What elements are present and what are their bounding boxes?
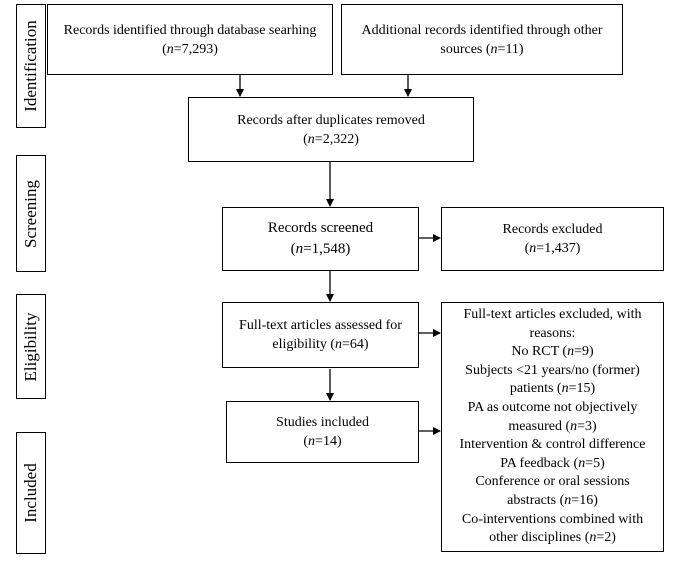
studies-included-label: Studies included	[276, 415, 369, 430]
reason-cointerventions-line2: other disciplines (n=2)	[489, 530, 616, 546]
database-records-count: (n=7,293)	[162, 41, 218, 57]
fulltext-assessed-count: eligibility (n=64)	[272, 337, 369, 352]
other-records-count: sources (n=11)	[440, 41, 524, 57]
box-studies-included: Studies included (n=14)	[226, 401, 419, 463]
box-fulltext-excluded: Full-text articles excluded, with reason…	[441, 302, 664, 552]
box-database-records: Records identified through database sear…	[47, 4, 333, 75]
box-records-excluded: Records excluded (n=1,437)	[441, 207, 664, 271]
reason-intervention-line2: PA feedback (n=5)	[500, 455, 605, 471]
box-records-screened: Records screened (n=1,548)	[222, 207, 419, 271]
records-excluded-label: Records excluded	[502, 222, 603, 237]
reason-conference-line1: Conference or oral sessions	[475, 474, 630, 490]
records-screened-label: Records screened	[267, 220, 374, 236]
records-excluded-count: (n=1,437)	[524, 241, 581, 256]
duplicates-removed-label: Records after duplicates removed	[237, 112, 425, 128]
fulltext-assessed-label: Full-text articles assessed for	[239, 318, 402, 333]
fulltext-excluded-subtitle: reasons:	[529, 325, 576, 341]
duplicates-removed-count: (n=2,322)	[303, 131, 359, 147]
reason-subjects-line1: Subjects <21 years/no (former)	[465, 362, 640, 378]
fulltext-excluded-title: Full-text articles excluded, with	[463, 307, 642, 322]
reason-no-rct: No RCT (n=9)	[511, 344, 594, 360]
box-fulltext-assessed: Full-text articles assessed for eligibil…	[222, 302, 419, 368]
reason-conference-line2: abstracts (n=16)	[507, 492, 598, 508]
stage-screening: Screening	[16, 155, 46, 272]
reason-pa-outcome-line1: PA as outcome not objectively	[467, 399, 638, 415]
stage-eligibility: Eligibility	[16, 294, 46, 399]
database-records-label: Records identified through database sear…	[63, 22, 317, 38]
reason-intervention-line1: Intervention & control difference	[459, 437, 646, 453]
studies-included-count: (n=14)	[303, 434, 342, 449]
other-records-label: Additional records identified through ot…	[361, 22, 603, 38]
box-other-records: Additional records identified through ot…	[341, 4, 623, 75]
stage-included: Included	[16, 432, 46, 554]
reason-subjects-line2: patients (n=15)	[509, 381, 596, 397]
records-screened-count: (n=1,548)	[290, 241, 351, 257]
box-duplicates-removed: Records after duplicates removed (n=2,32…	[188, 97, 474, 162]
reason-cointerventions-line1: Co-interventions combined with	[461, 511, 644, 527]
reason-pa-outcome-line2: measured (n=3)	[508, 418, 597, 434]
stage-identification: Identification	[16, 4, 46, 128]
